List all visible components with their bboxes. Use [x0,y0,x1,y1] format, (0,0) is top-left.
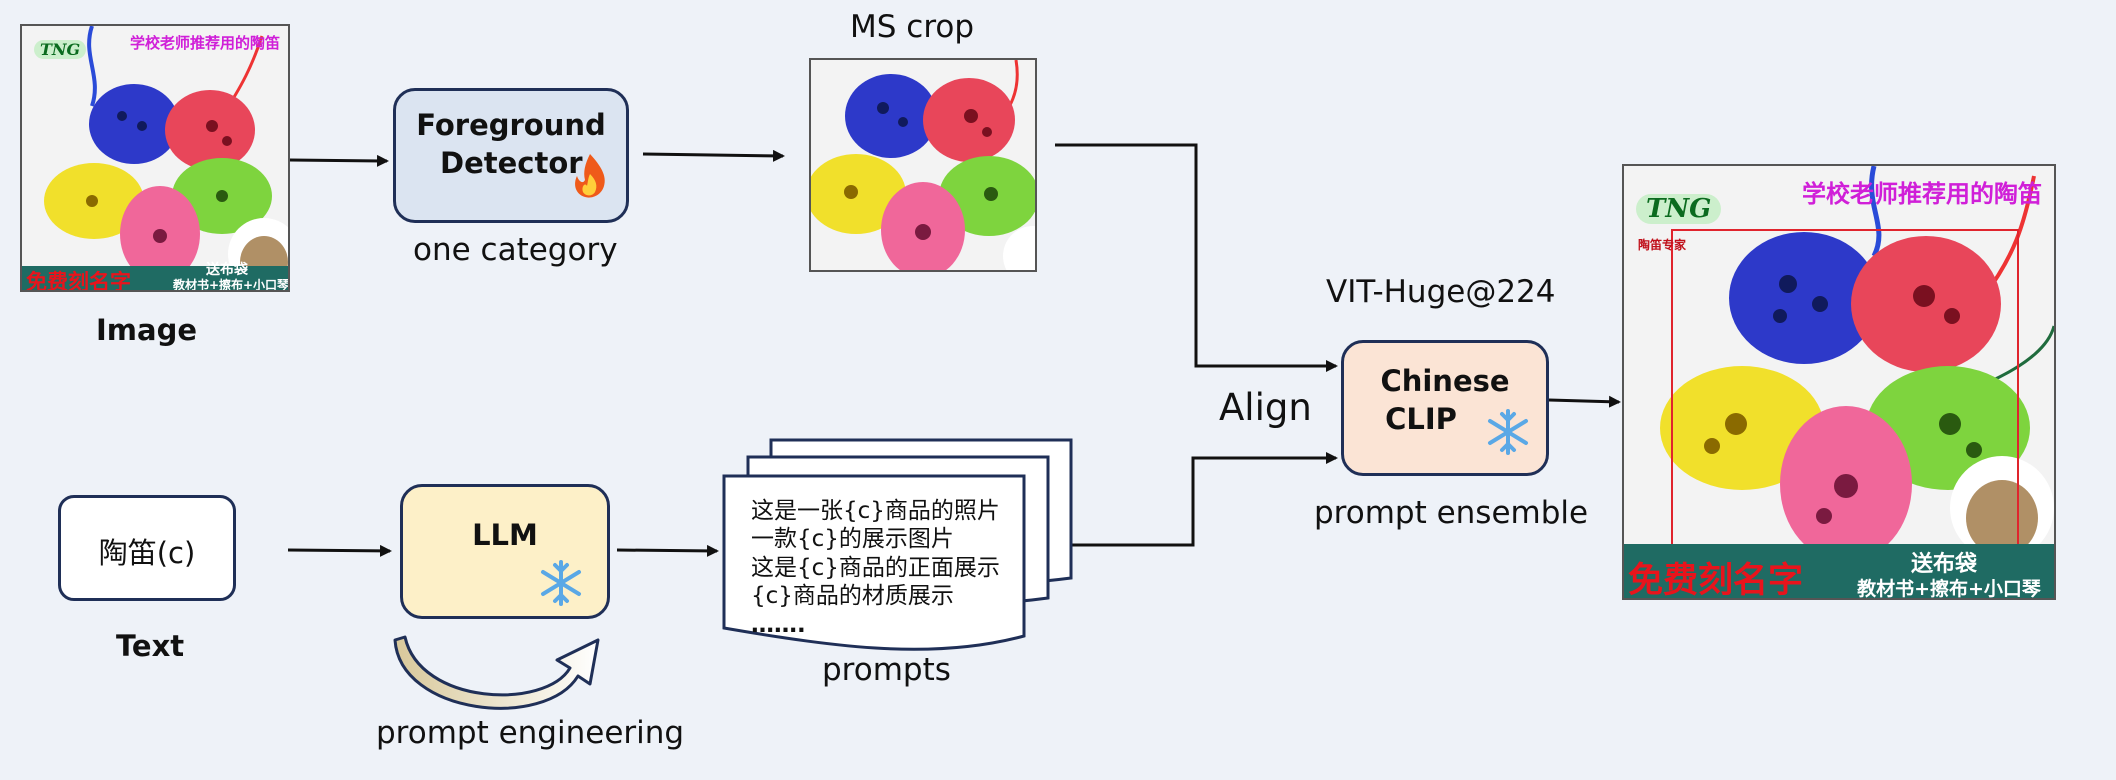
arrow-crop-to-clip [1055,143,1338,372]
arrow-text-to-llm [287,544,392,557]
snowflake-icon-clip [1484,408,1532,456]
chinese-clip-line2: CLIP [1385,402,1457,436]
one-category-label: one category [413,232,618,268]
foreground-detector-line1: Foreground [416,108,606,142]
ms-crop-label: MS crop [850,9,975,45]
vit-huge-label: VIT-Huge@224 [1326,274,1556,310]
prompt-engineering-label: prompt engineering [376,715,685,751]
prompt-line: 这是一张{c}商品的照片 [751,498,1000,524]
banner-red-text: 免费刻名字 [26,270,131,292]
ms-crop-image [809,58,1037,272]
align-label: Align [1219,386,1312,429]
prompt-line: 这是{c}商品的正面展示 [751,555,1000,581]
llm-box [400,484,610,619]
prompt-engineering-curve-arrow [393,635,600,710]
prompts-label: prompts [822,652,951,688]
arrow-prompts-to-clip [1072,452,1338,547]
arrow-llm-to-prompts [616,544,719,557]
output-banner-white-line2: 教材书+擦布+小口琴 [1857,578,2041,600]
prompt-line: {c}商品的材质展示 [751,583,954,609]
image-label: Image [96,313,198,347]
ocarina-illustration [22,26,288,290]
brand-logo: TNG [34,40,87,59]
arrow-detector-to-crop [642,149,785,162]
chinese-clip-box [1341,340,1549,476]
banner-top-text: 学校老师推荐用的陶笛 [129,34,280,52]
arrow-image-to-detector [289,154,389,167]
output-banner-white-line1: 送布袋 [1910,552,1977,577]
prompt-lines: 这是一张{c}商品的照片 一款{c}的展示图片 这是{c}商品的正面展示 {c}… [751,495,1000,641]
snowflake-icon-llm [537,559,585,607]
output-banner-red-text: 免费刻名字 [1628,561,1804,600]
foreground-detector-line2: Detector [440,146,583,180]
prompt-ensemble-label: prompt ensemble [1314,495,1589,531]
banner-white-line1: 送布袋 [206,262,248,278]
ocarina-output-illustration [1624,166,2054,598]
banner-white-line2: 教材书+擦布+小口琴 [172,278,290,292]
prompt-line: ……. [751,612,806,638]
arrow-clip-to-output [1548,395,1621,408]
output-logo-subtext: 陶笛专家 [1638,238,1687,252]
output-brand-logo: TNG [1636,194,1722,224]
text-label: Text [116,629,185,663]
text-input-value: 陶笛(c) [98,536,196,570]
output-image: 学校老师推荐用的陶笛 TNG 陶笛专家 免费刻名字 送布袋 教材书+擦布+小口琴 [1622,164,2056,600]
text-input-box [58,495,236,601]
input-image: 学校老师推荐用的陶笛 TNG 免费刻名字 送布袋 教材书+擦布+小口琴 [20,24,290,292]
ocarina-crop-illustration [811,60,1035,270]
chinese-clip-line1: Chinese [1380,364,1510,398]
llm-label: LLM [472,518,538,552]
prompt-line: 一款{c}的展示图片 [751,526,954,552]
output-banner-top-text: 学校老师推荐用的陶笛 [1802,180,2042,208]
fire-icon [571,152,609,200]
